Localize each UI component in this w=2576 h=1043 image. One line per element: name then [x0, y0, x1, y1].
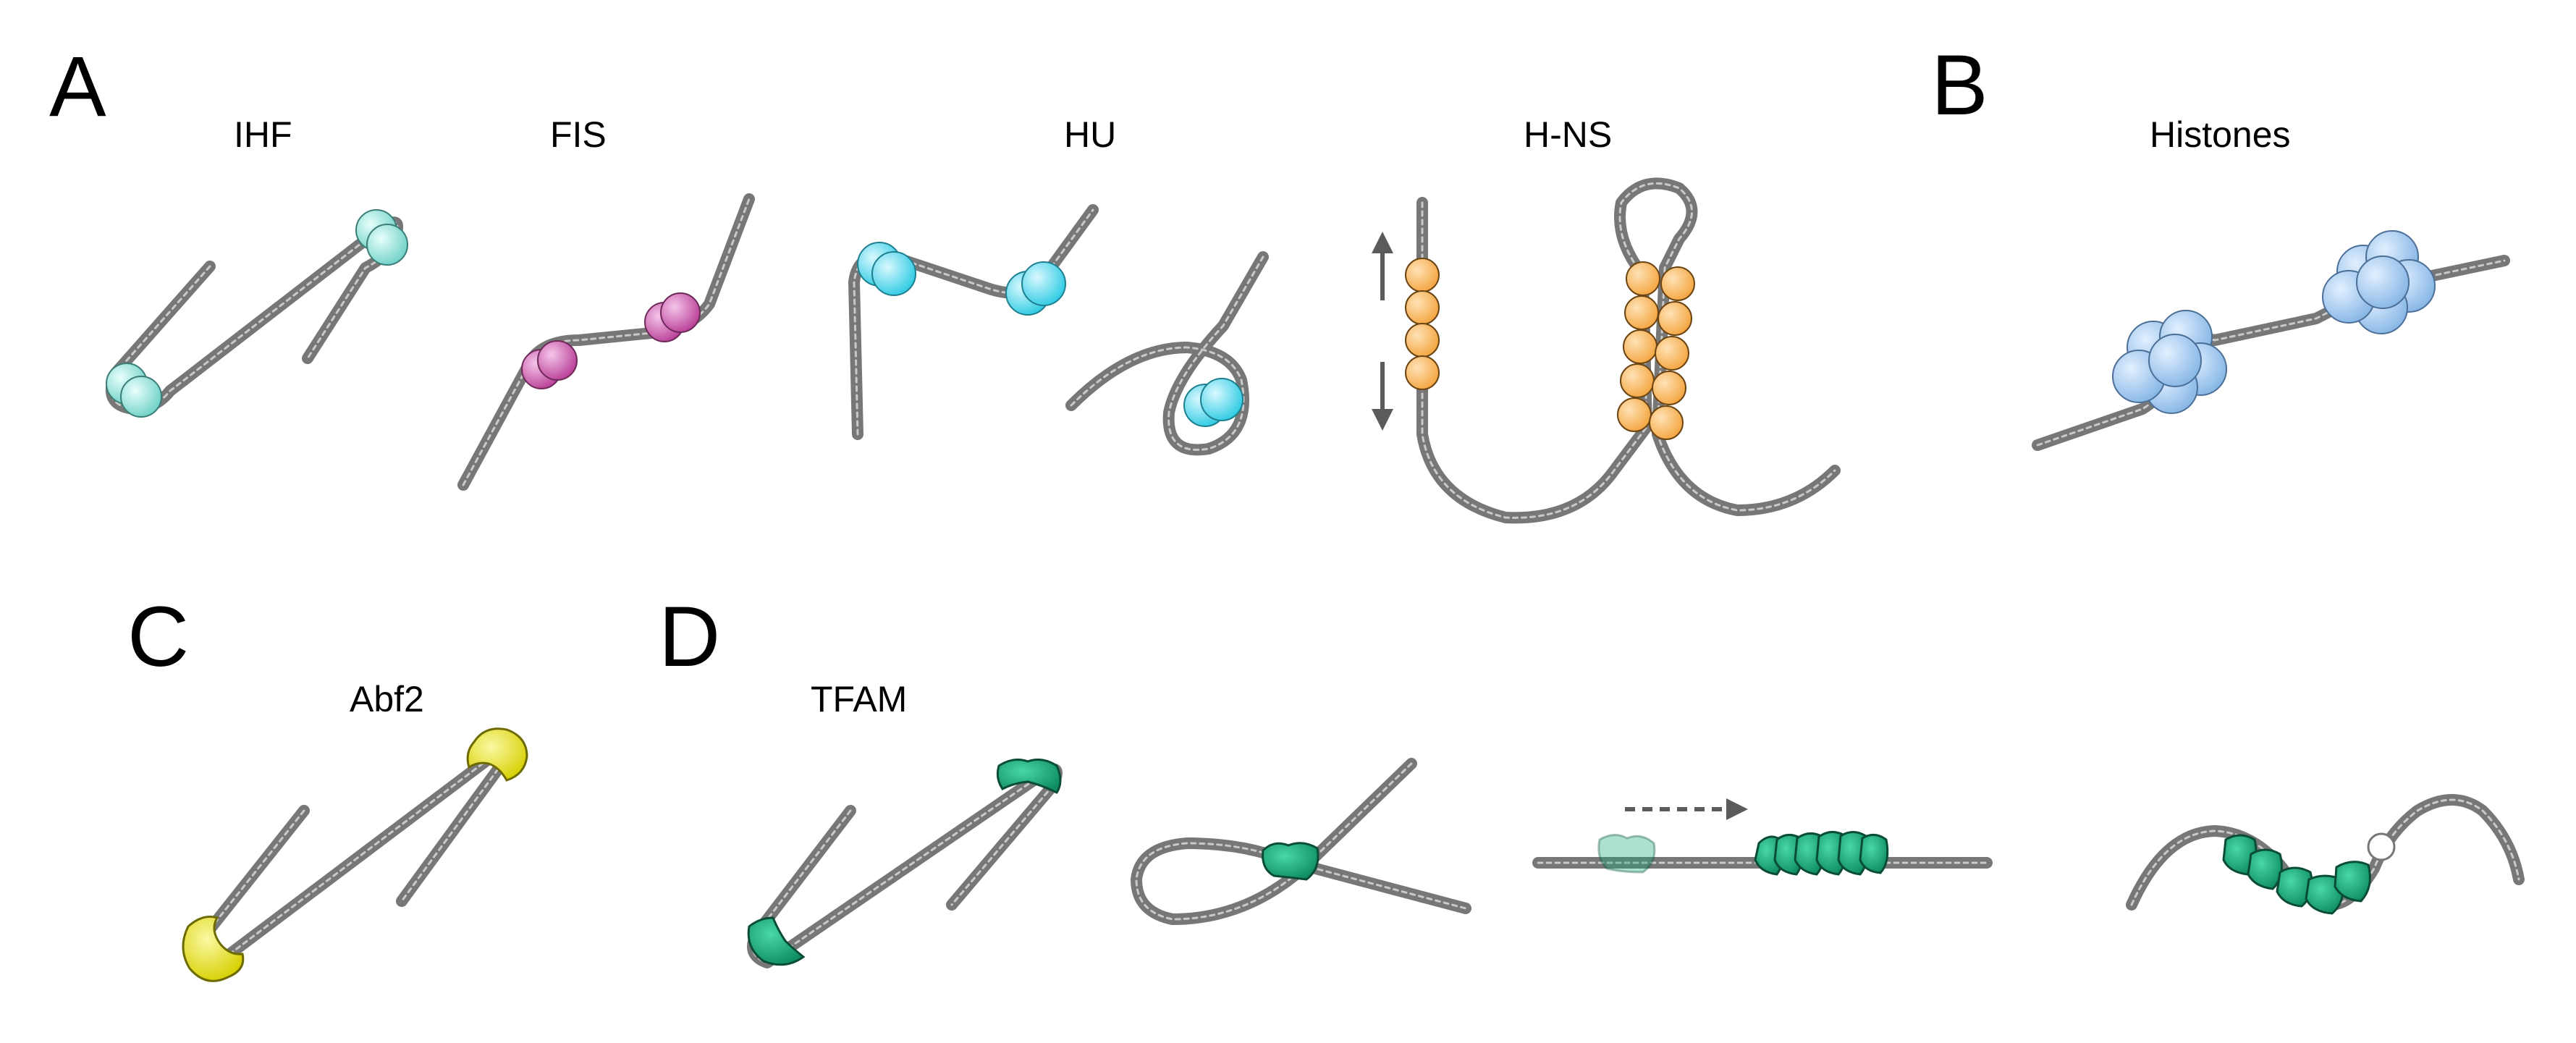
- label-hns: H-NS: [1524, 114, 1612, 155]
- tfam-protein: [2334, 861, 2371, 903]
- label-fis: FIS: [550, 114, 607, 155]
- hns-protein: [1660, 266, 1695, 301]
- label-ihf: IHF: [234, 114, 292, 155]
- abf2-protein: [182, 916, 245, 982]
- label-hu: HU: [1064, 114, 1116, 155]
- histone-protein: [2356, 256, 2410, 309]
- label-histones: Histones: [2150, 114, 2291, 155]
- hu-dna-loop: [1065, 251, 1269, 456]
- tfam-dna-hairpin: [747, 763, 1063, 968]
- hns-protein: [1405, 323, 1440, 358]
- hns-protein: [1655, 336, 1689, 371]
- hns-protein: [1649, 405, 1684, 440]
- hns-protein: [1652, 371, 1686, 405]
- hns-protein: [1617, 397, 1652, 432]
- fis-diagram: [457, 193, 755, 491]
- histones-diagram: [2032, 230, 2510, 451]
- panel-letter-a: A: [49, 39, 106, 135]
- tfam-protein-faded: [1597, 834, 1656, 874]
- tfam-protein: [2247, 848, 2283, 890]
- ihf-protein: [120, 376, 162, 418]
- panel-letter-d: D: [659, 589, 720, 685]
- tfam-protein: [1262, 842, 1319, 881]
- hu-diagram: [848, 204, 1269, 456]
- tfam-diagram: [747, 758, 2525, 968]
- hns-diagram: [1372, 177, 1841, 524]
- panel-letter-c: C: [127, 589, 189, 685]
- ihf-diagram: [105, 209, 408, 418]
- abf2-diagram: [182, 727, 528, 982]
- tfam-protein: [1859, 834, 1889, 874]
- hns-protein: [1623, 329, 1657, 364]
- label-abf2: Abf2: [350, 679, 424, 719]
- tfam-protein: [996, 759, 1062, 794]
- hns-protein: [1657, 301, 1692, 336]
- hu-protein: [871, 251, 916, 296]
- tfam-protein: [2305, 874, 2344, 915]
- fis-dna: [457, 193, 755, 491]
- ihf-protein: [366, 224, 408, 266]
- hu-protein: [1200, 378, 1243, 421]
- fis-protein: [660, 292, 701, 333]
- hns-protein: [1624, 295, 1659, 330]
- hns-protein: [1405, 355, 1440, 390]
- hns-protein: [1626, 261, 1660, 296]
- hns-protein: [1405, 290, 1440, 325]
- histone-protein: [2148, 334, 2202, 387]
- fis-protein: [537, 340, 578, 381]
- hu-dna-bent: [848, 204, 1099, 440]
- tfam-dna-loop: [1131, 758, 1471, 925]
- hns-protein: [1405, 258, 1440, 292]
- dna-loop-marker: [2367, 832, 2396, 861]
- hns-protein: [1620, 363, 1655, 398]
- hu-protein: [1021, 261, 1066, 306]
- tfam-protein: [747, 916, 806, 966]
- abf2-protein: [466, 727, 528, 782]
- panel-letter-b: B: [1931, 38, 1988, 133]
- label-tfam: TFAM: [811, 679, 907, 719]
